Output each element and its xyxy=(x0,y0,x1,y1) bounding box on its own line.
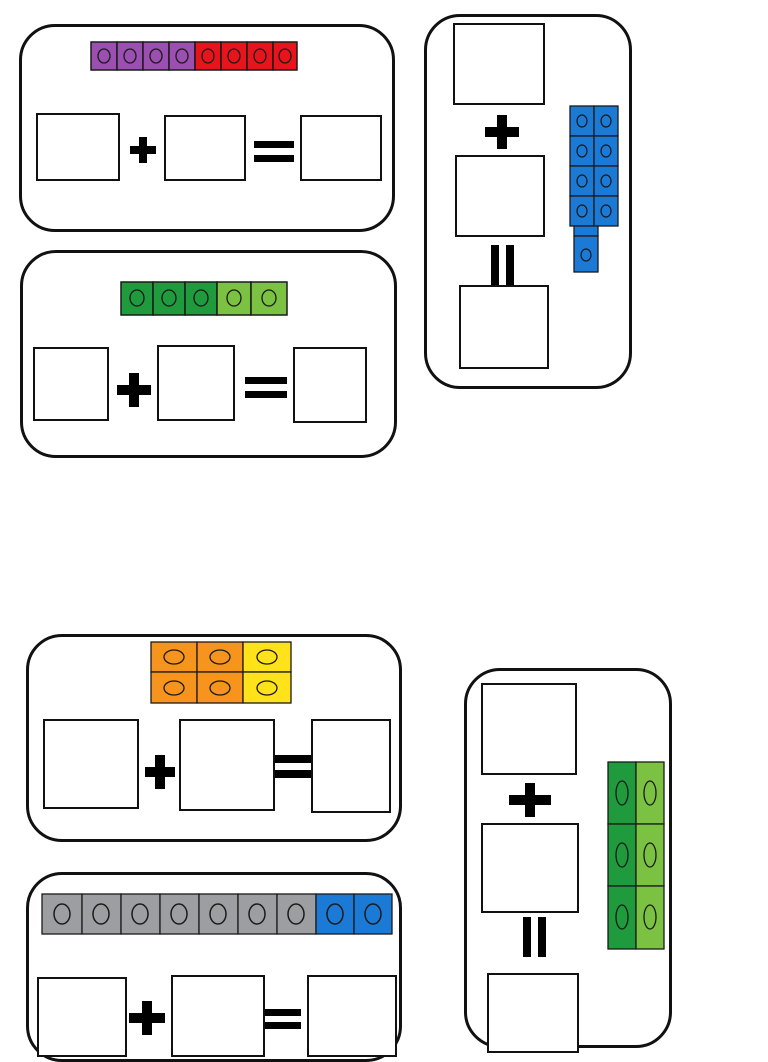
equals-icon xyxy=(491,245,514,285)
answer-box-sum[interactable] xyxy=(459,285,549,369)
answer-box-addend-2[interactable] xyxy=(455,155,545,237)
cube-strip-card-1 xyxy=(90,41,298,71)
answer-box-addend-1[interactable] xyxy=(453,23,545,105)
equals-icon xyxy=(523,917,546,957)
equals-icon xyxy=(245,377,287,398)
plus-icon xyxy=(485,115,519,149)
answer-box-addend-2[interactable] xyxy=(179,719,275,811)
cube-group-red xyxy=(194,41,298,71)
cube-group-blue xyxy=(315,893,393,935)
cube-group-purple xyxy=(90,41,196,71)
plus-icon xyxy=(129,1001,165,1035)
card-3 xyxy=(424,14,632,389)
plus-icon xyxy=(145,755,175,789)
card-2 xyxy=(20,250,397,458)
answer-box-addend-2[interactable] xyxy=(481,823,579,913)
equals-icon xyxy=(265,1009,301,1029)
answer-box-addend-1[interactable] xyxy=(36,113,120,181)
answer-box-addend-2[interactable] xyxy=(171,975,265,1057)
card-1 xyxy=(19,24,395,232)
cube-tower-card-5 xyxy=(607,761,667,953)
answer-box-sum[interactable] xyxy=(300,115,382,181)
cube-group-blue xyxy=(569,105,619,273)
plus-icon xyxy=(509,783,551,817)
cube-strip-card-6 xyxy=(41,893,395,937)
answer-box-addend-2[interactable] xyxy=(164,115,246,181)
answer-box-addend-1[interactable] xyxy=(33,347,109,421)
card-4 xyxy=(26,634,402,842)
cube-block-card-4 xyxy=(150,641,294,705)
answer-box-addend-1[interactable] xyxy=(43,719,139,809)
answer-box-addend-1[interactable] xyxy=(37,977,127,1057)
equals-icon xyxy=(275,755,311,778)
equals-icon xyxy=(254,141,294,162)
cube-group-light-green xyxy=(216,281,288,316)
cube-group-dark-green xyxy=(607,761,637,950)
answer-box-sum[interactable] xyxy=(307,975,397,1057)
cube-group-orange xyxy=(150,641,244,704)
answer-box-sum[interactable] xyxy=(311,719,391,813)
answer-box-sum[interactable] xyxy=(293,347,367,423)
cube-group-yellow xyxy=(242,641,292,704)
answer-box-addend-2[interactable] xyxy=(157,345,235,421)
plus-icon xyxy=(130,137,156,163)
cube-tower-card-3 xyxy=(569,105,621,275)
answer-box-sum[interactable] xyxy=(487,973,579,1053)
cube-group-light-green xyxy=(635,761,665,950)
plus-icon xyxy=(117,373,151,407)
card-6 xyxy=(26,872,402,1062)
cube-group-gray xyxy=(41,893,317,935)
cube-group-dark-green xyxy=(120,281,218,316)
card-5 xyxy=(464,668,672,1053)
cube-strip-card-2 xyxy=(120,281,290,317)
answer-box-addend-1[interactable] xyxy=(481,683,577,775)
